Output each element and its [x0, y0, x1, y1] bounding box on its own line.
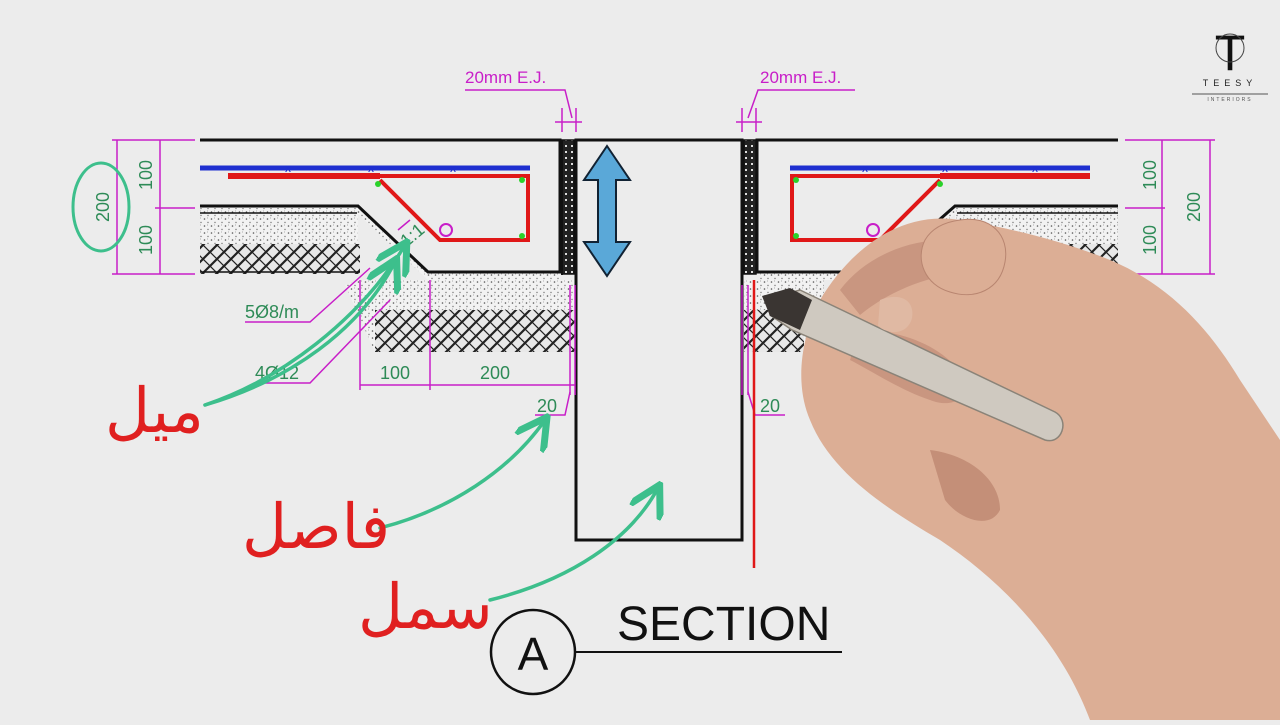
dimension-lines: [112, 89, 1215, 416]
section-title: SECTION: [617, 598, 830, 651]
svg-text:x: x: [942, 161, 948, 175]
rebar-label-5o8: 5Ø8/m: [245, 302, 299, 322]
logo-brand: TEESY: [1203, 78, 1258, 88]
drawing-hand: [762, 218, 1280, 720]
dim-left-100-top: 100: [136, 160, 156, 190]
brand-logo: T TEESY INTERIORS: [1192, 25, 1268, 103]
dim-200: 200: [480, 363, 510, 383]
central-column: [561, 138, 757, 542]
section-letter: A: [518, 628, 549, 680]
left-reinforcement: x x x: [200, 161, 530, 242]
dim-right-100-top: 100: [1140, 160, 1160, 190]
dim-right-200: 200: [1184, 192, 1204, 222]
annotation-arrows: [203, 245, 658, 602]
svg-text:x: x: [450, 161, 456, 175]
movement-arrow-icon: [582, 144, 632, 278]
gap-right: 20: [760, 396, 780, 416]
dim-100: 100: [380, 363, 410, 383]
annotation-slope: ميل: [105, 377, 204, 446]
ej-label-right: 20mm E.J.: [760, 68, 841, 87]
svg-text:x: x: [1032, 161, 1038, 175]
annotation-sealant: سمل: [358, 573, 493, 642]
right-reinforcement: x x x: [790, 161, 1090, 242]
svg-text:x: x: [862, 161, 868, 175]
dim-left-200: 200: [93, 192, 113, 222]
dim-right-100-bottom: 100: [1140, 225, 1160, 255]
left-slab: [200, 138, 575, 352]
svg-text:x: x: [285, 161, 291, 175]
highlight-circle: [71, 161, 131, 253]
annotation-joint: فاصل: [242, 493, 390, 562]
ej-label-left: 20mm E.J.: [465, 68, 546, 87]
gap-left: 20: [537, 396, 557, 416]
logo-sub: INTERIORS: [1207, 97, 1252, 103]
logo-letter: T: [1215, 25, 1246, 81]
svg-text:x: x: [368, 161, 374, 175]
dim-left-100-bottom: 100: [136, 225, 156, 255]
section-marker: A SECTION: [489, 598, 842, 696]
